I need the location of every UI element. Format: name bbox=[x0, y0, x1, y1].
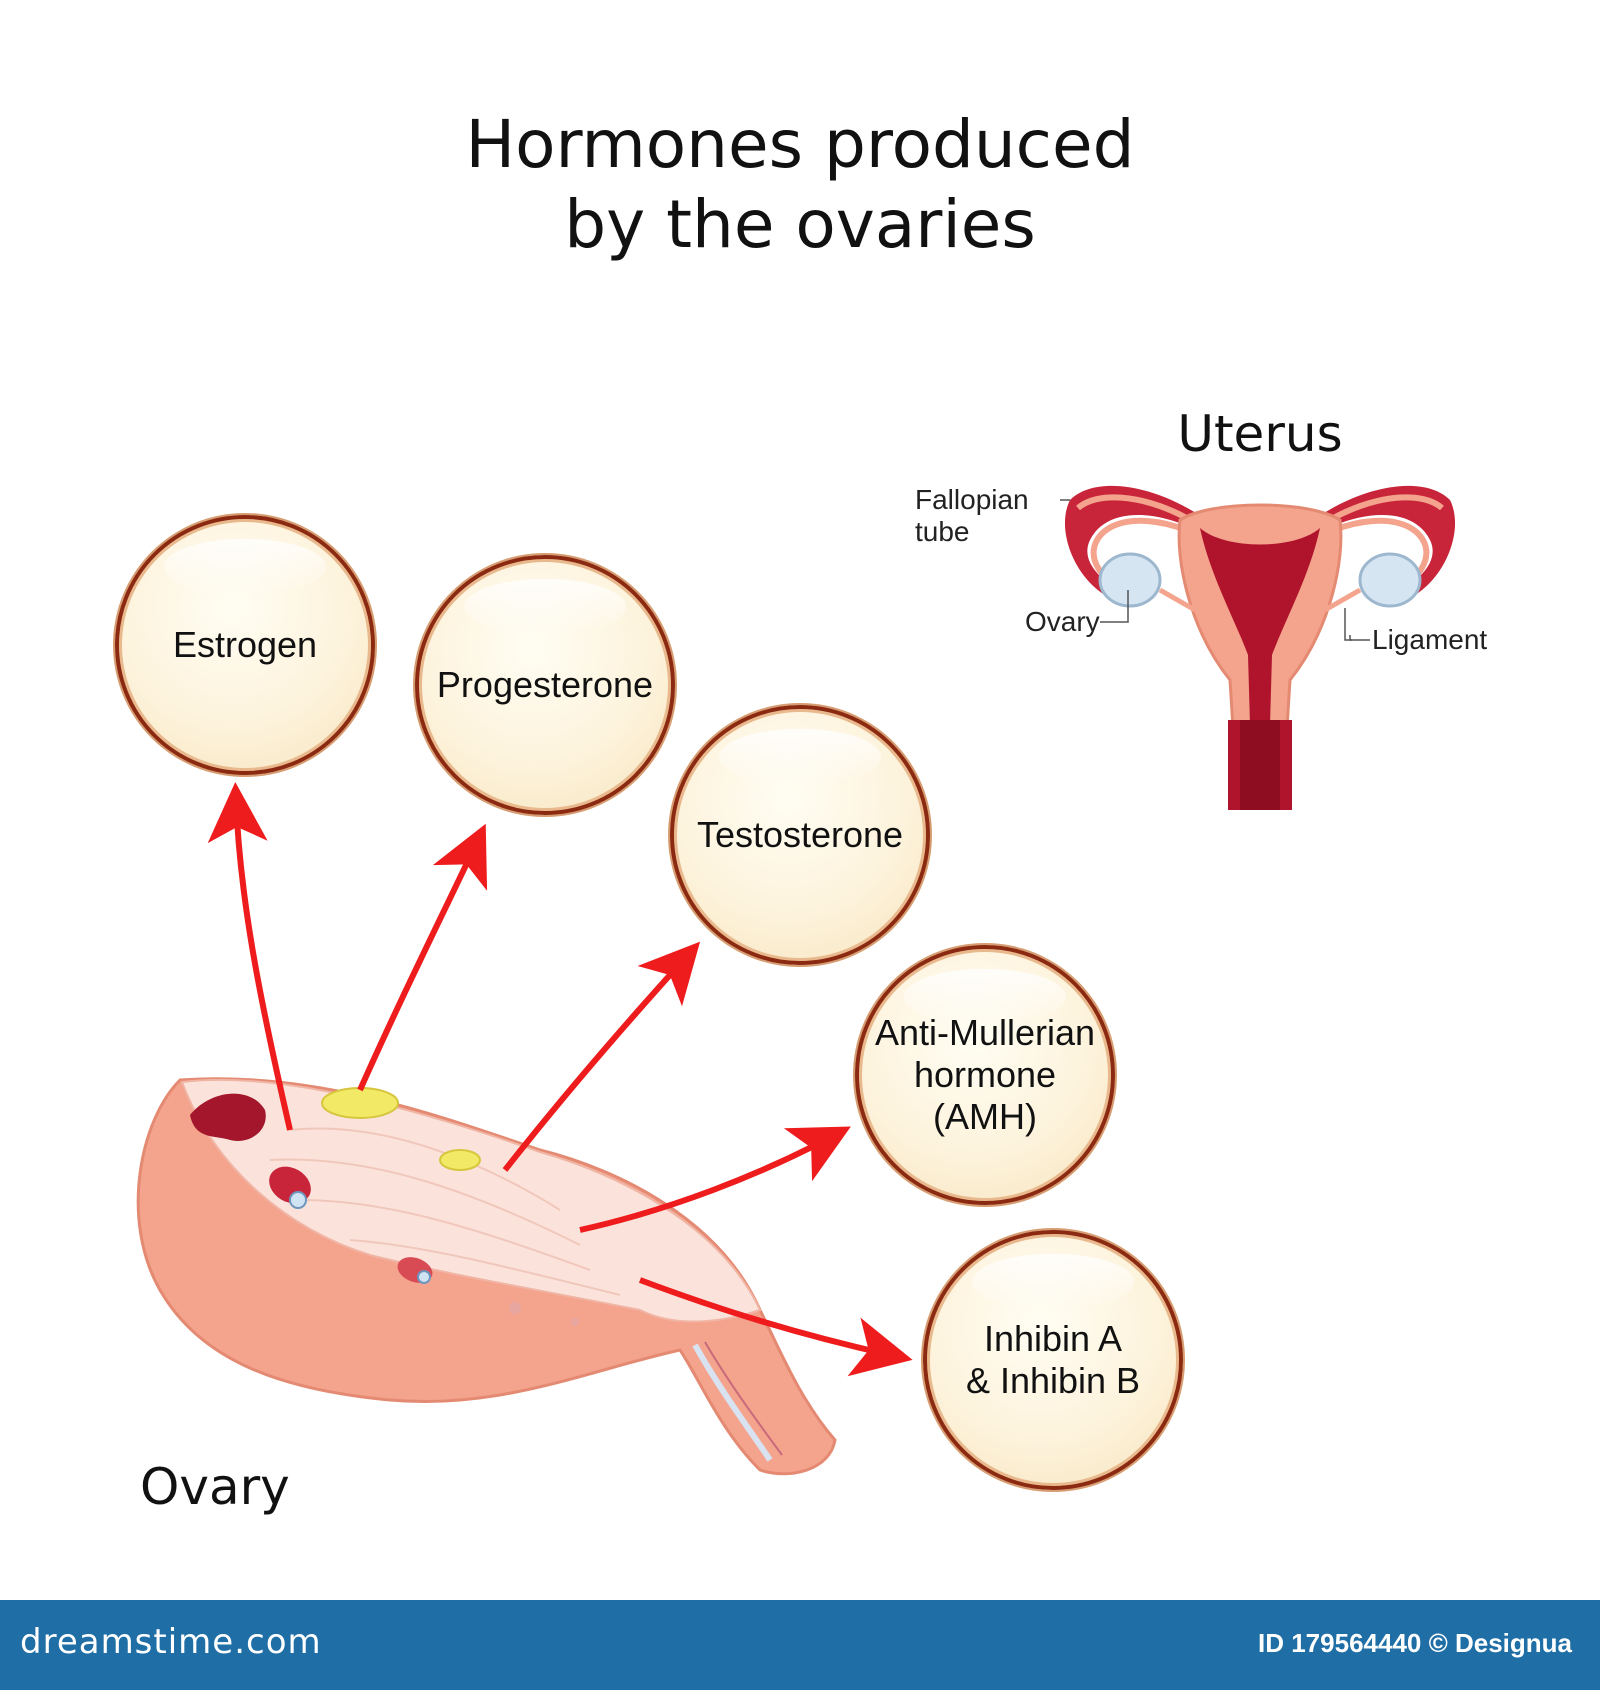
arrow-to-testosterone bbox=[502, 941, 701, 1172]
fallopian-tube-label-line-2: tube bbox=[915, 516, 970, 547]
bubble-shine bbox=[904, 969, 1066, 1025]
bubble-shine bbox=[972, 1254, 1134, 1310]
bubble-shine bbox=[719, 729, 881, 785]
hormone-bubble-estrogen: Estrogen bbox=[115, 515, 375, 775]
hormone-label-line: & Inhibin B bbox=[965, 1360, 1141, 1401]
title-line-2: by the ovaries bbox=[564, 186, 1036, 263]
arrow-to-progesterone bbox=[357, 823, 488, 1092]
uterus-title: Uterus bbox=[1177, 405, 1343, 463]
fallopian-tube-label-line-1: Fallopian bbox=[915, 484, 1029, 515]
ovary-title: Ovary bbox=[140, 1458, 290, 1516]
fallopian-tube-label: Fallopian tube bbox=[915, 484, 1029, 548]
hormone-bubble-amh: Anti-Mullerian hormone (AMH) bbox=[855, 945, 1115, 1205]
hormone-label-line: Anti-Mullerian bbox=[874, 1012, 1096, 1053]
ovary-illustration bbox=[136, 1077, 837, 1476]
uterus-illustration bbox=[1060, 485, 1456, 810]
ligament-label: Ligament bbox=[1372, 624, 1488, 655]
hormone-label-line: hormone bbox=[913, 1054, 1057, 1095]
hormone-arrows bbox=[207, 782, 913, 1377]
hormone-label-line: Inhibin A bbox=[983, 1318, 1123, 1359]
hormone-label-line: (AMH) bbox=[933, 1096, 1037, 1137]
arrow-to-estrogen bbox=[207, 782, 293, 1131]
bubble-shine bbox=[464, 579, 626, 635]
hormone-label-line: Progesterone bbox=[436, 664, 654, 705]
ovary-label: Ovary bbox=[1025, 606, 1100, 637]
diagram-title: Hormones produced by the ovaries bbox=[0, 105, 1600, 265]
footer-brand: dreamstime.com bbox=[20, 1622, 322, 1662]
hormone-label: Estrogen bbox=[173, 624, 317, 666]
hormone-label: Anti-Mullerian hormone (AMH) bbox=[875, 1012, 1095, 1138]
hormone-label: Testosterone bbox=[697, 814, 903, 856]
hormone-label-line: Testosterone bbox=[696, 814, 904, 855]
hormone-label: Inhibin A & Inhibin B bbox=[966, 1318, 1140, 1402]
bubble-shine bbox=[164, 539, 326, 595]
arrow-to-amh bbox=[579, 1126, 851, 1233]
footer-image-id: ID 179564440 © Designua bbox=[1258, 1628, 1572, 1658]
footer-bar: dreamstime.com ID 179564440 © Designua bbox=[0, 1600, 1600, 1690]
arrow-to-inhibin bbox=[638, 1277, 913, 1377]
hormone-bubble-inhibin: Inhibin A & Inhibin B bbox=[923, 1230, 1183, 1490]
hormone-label-line: Estrogen bbox=[172, 624, 318, 665]
hormone-bubble-progesterone: Progesterone bbox=[415, 555, 675, 815]
hormone-bubble-testosterone: Testosterone bbox=[670, 705, 930, 965]
title-line-1: Hormones produced bbox=[465, 106, 1135, 183]
hormone-label: Progesterone bbox=[437, 664, 653, 706]
